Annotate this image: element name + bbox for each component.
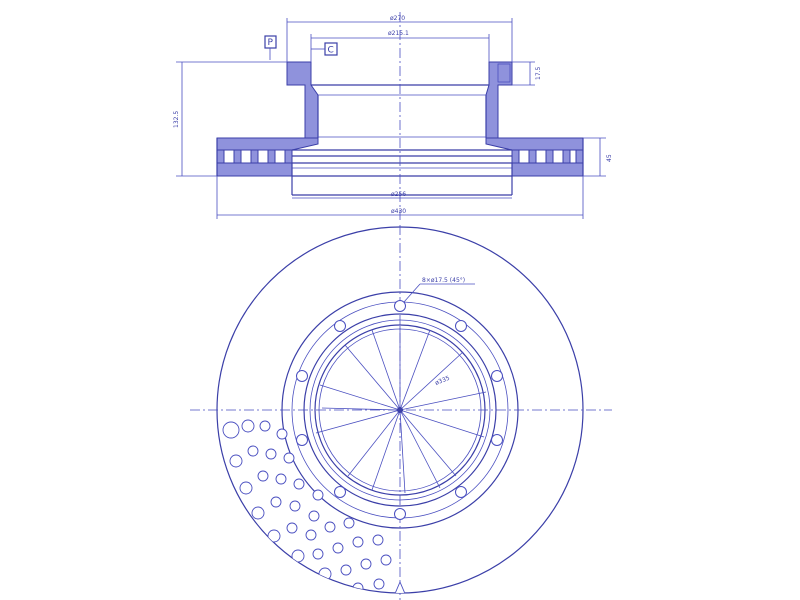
bolt-hole (491, 370, 503, 382)
dim-ring-diameter-label: ø256 (391, 191, 406, 198)
bolt-holes (296, 300, 503, 520)
vent-pattern (222, 419, 407, 593)
radial-lines (315, 326, 487, 494)
dim-lip-height: 17.5 (512, 61, 542, 86)
disc-plate-lower-right (511, 162, 584, 177)
bolt-hole (394, 300, 406, 312)
dim-inner-bore: ø215.1 (310, 30, 490, 62)
center-mark (397, 407, 403, 413)
section-view: ø270 ø215.1 P C 132.5 (173, 12, 613, 220)
dim-disc-thickness: 45 (583, 137, 613, 177)
bolt-hole (334, 486, 346, 498)
dim-flange-diameter: ø270 (286, 15, 513, 62)
bolt-hole (334, 320, 346, 332)
front-view: 8×ø17.5 (45°) ø335 (190, 225, 612, 600)
dim-total-height: 132.5 (173, 61, 287, 177)
vent-ribs-left (216, 149, 293, 164)
bolt-hole (394, 508, 406, 520)
dim-flange-diameter-label: ø270 (390, 15, 405, 22)
dim-outer-diameter: ø430 (216, 176, 584, 219)
dim-ring-diameter: ø256 (292, 191, 512, 199)
reference-p-marker: P (264, 35, 277, 60)
dim-inner-bore-label: ø215.1 (388, 30, 409, 37)
hub-flange-left (286, 61, 319, 139)
dim-lip-height-label: 17.5 (535, 66, 542, 80)
reference-c-label: C (328, 46, 334, 56)
bolt-hole (296, 370, 308, 382)
bolt-hole-callout: 8×ø17.5 (45°) (403, 277, 475, 303)
dim-disc-thickness-label: 45 (606, 154, 613, 162)
flange-lip (497, 63, 511, 83)
bolt-hole (455, 320, 467, 332)
disc-plate-lower-left (216, 162, 293, 177)
hub-flange-right (485, 61, 513, 139)
vent-ribs-right (511, 149, 584, 164)
reference-c-marker: C (311, 42, 338, 56)
bolt-hole (296, 434, 308, 446)
bolt-hole-callout-label: 8×ø17.5 (45°) (422, 277, 465, 284)
disc-plate-upper-right (485, 137, 584, 151)
reference-p-label: P (268, 38, 274, 48)
dim-total-height-label: 132.5 (173, 111, 180, 128)
bolt-hole (491, 434, 503, 446)
dim-outer-diameter-label: ø430 (391, 208, 406, 215)
disc-plate-upper-left (216, 137, 319, 151)
bolt-hole (455, 486, 467, 498)
